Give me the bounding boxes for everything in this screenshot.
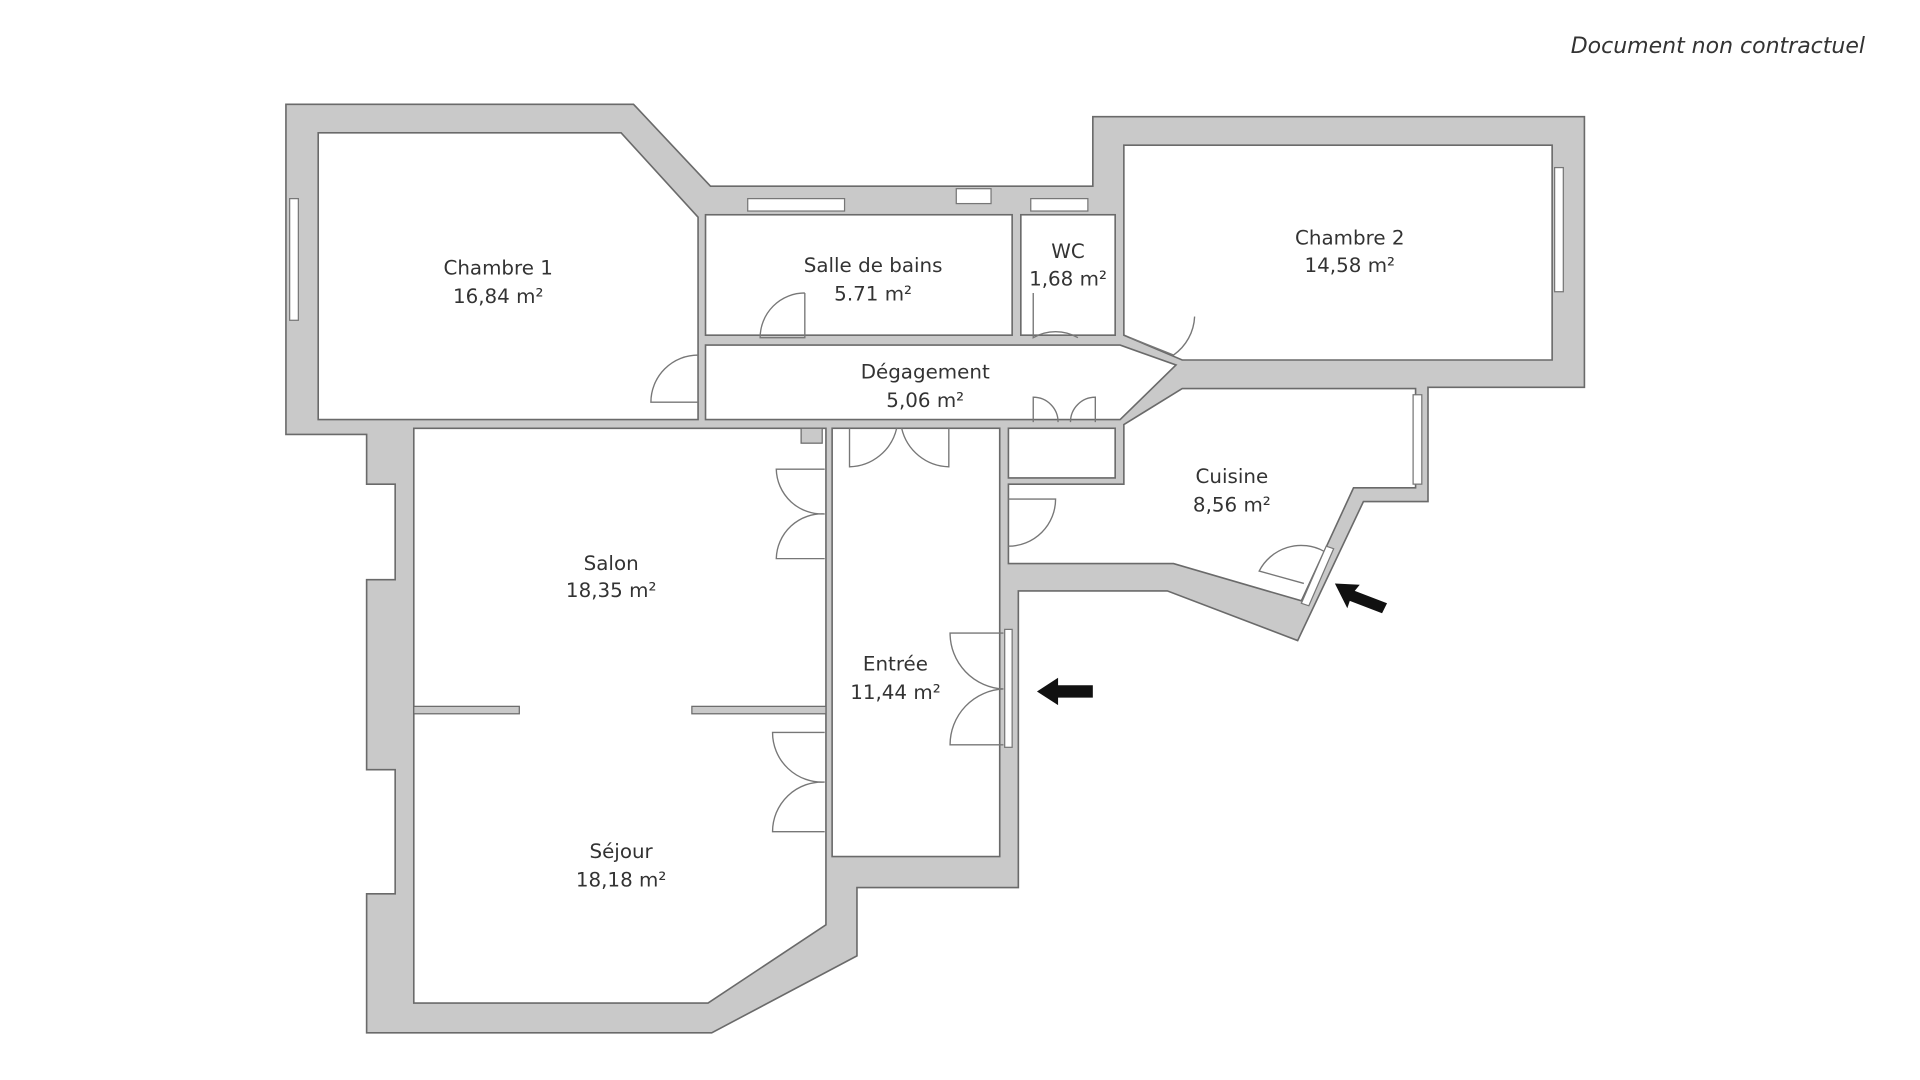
door-wc[interactable] [1032,292,1079,339]
window-salle-de-bains[interactable] [747,198,846,212]
label-salon: Salon [584,552,639,575]
door-salle-de-bains[interactable] [759,292,806,339]
window-chambre-1[interactable] [289,198,299,321]
door-chambre-1[interactable] [650,354,699,403]
duct [800,427,823,444]
entrance-arrow-icon [1036,677,1093,706]
area-chambre-2: 14,58 m² [1305,254,1395,277]
door-cuisine-exterior[interactable] [1258,544,1325,585]
room-salon-sejour [412,427,827,1004]
area-chambre-1: 16,84 m² [453,285,543,308]
window-cuisine[interactable] [1412,394,1423,485]
label-sejour: Séjour [589,840,653,863]
label-degagement: Dégagement [861,361,990,384]
door-entree-degagement[interactable] [848,428,950,468]
entrance-door-frame[interactable] [1004,628,1013,748]
room-chambre-2 [1123,144,1553,361]
label-entree: Entrée [863,652,928,675]
label-chambre-1: Chambre 1 [443,256,552,279]
window-chambre-2[interactable] [1554,166,1564,293]
area-wc: 1,68 m² [1029,268,1107,291]
door-salon-1[interactable] [775,468,825,560]
label-salle-de-bains: Salle de bains [804,254,943,277]
area-cuisine: 8,56 m² [1193,493,1271,516]
room-chambre-1 [317,132,699,421]
area-entree: 11,44 m² [850,681,940,704]
room-entree [831,427,1001,858]
room-wc [1020,213,1116,336]
room-degagement [704,344,1178,421]
room-closet [1007,427,1116,479]
area-salle-de-bains: 5.71 m² [834,282,912,305]
door-entree-main[interactable] [949,632,1004,746]
vent [955,188,992,205]
door-sejour-1[interactable] [771,731,825,833]
door-closet[interactable] [1032,396,1096,423]
partition-right [691,705,827,715]
label-cuisine: Cuisine [1196,465,1269,488]
disclaimer-text: Document non contractuel [1570,34,1865,59]
room-salle-de-bains [704,213,1013,336]
window-wc[interactable] [1030,198,1089,212]
kitchen-entrance-arrow-icon [1334,583,1388,614]
door-cuisine[interactable] [1008,498,1057,547]
area-salon: 18,35 m² [566,579,656,602]
area-degagement: 5,06 m² [886,389,964,412]
partition-left [413,705,520,715]
door-chambre-2[interactable] [1129,316,1196,356]
area-sejour: 18,18 m² [576,868,666,891]
kitchen-door-frame[interactable] [1300,545,1335,607]
label-chambre-2: Chambre 2 [1295,227,1404,250]
label-wc: WC [1051,240,1085,263]
